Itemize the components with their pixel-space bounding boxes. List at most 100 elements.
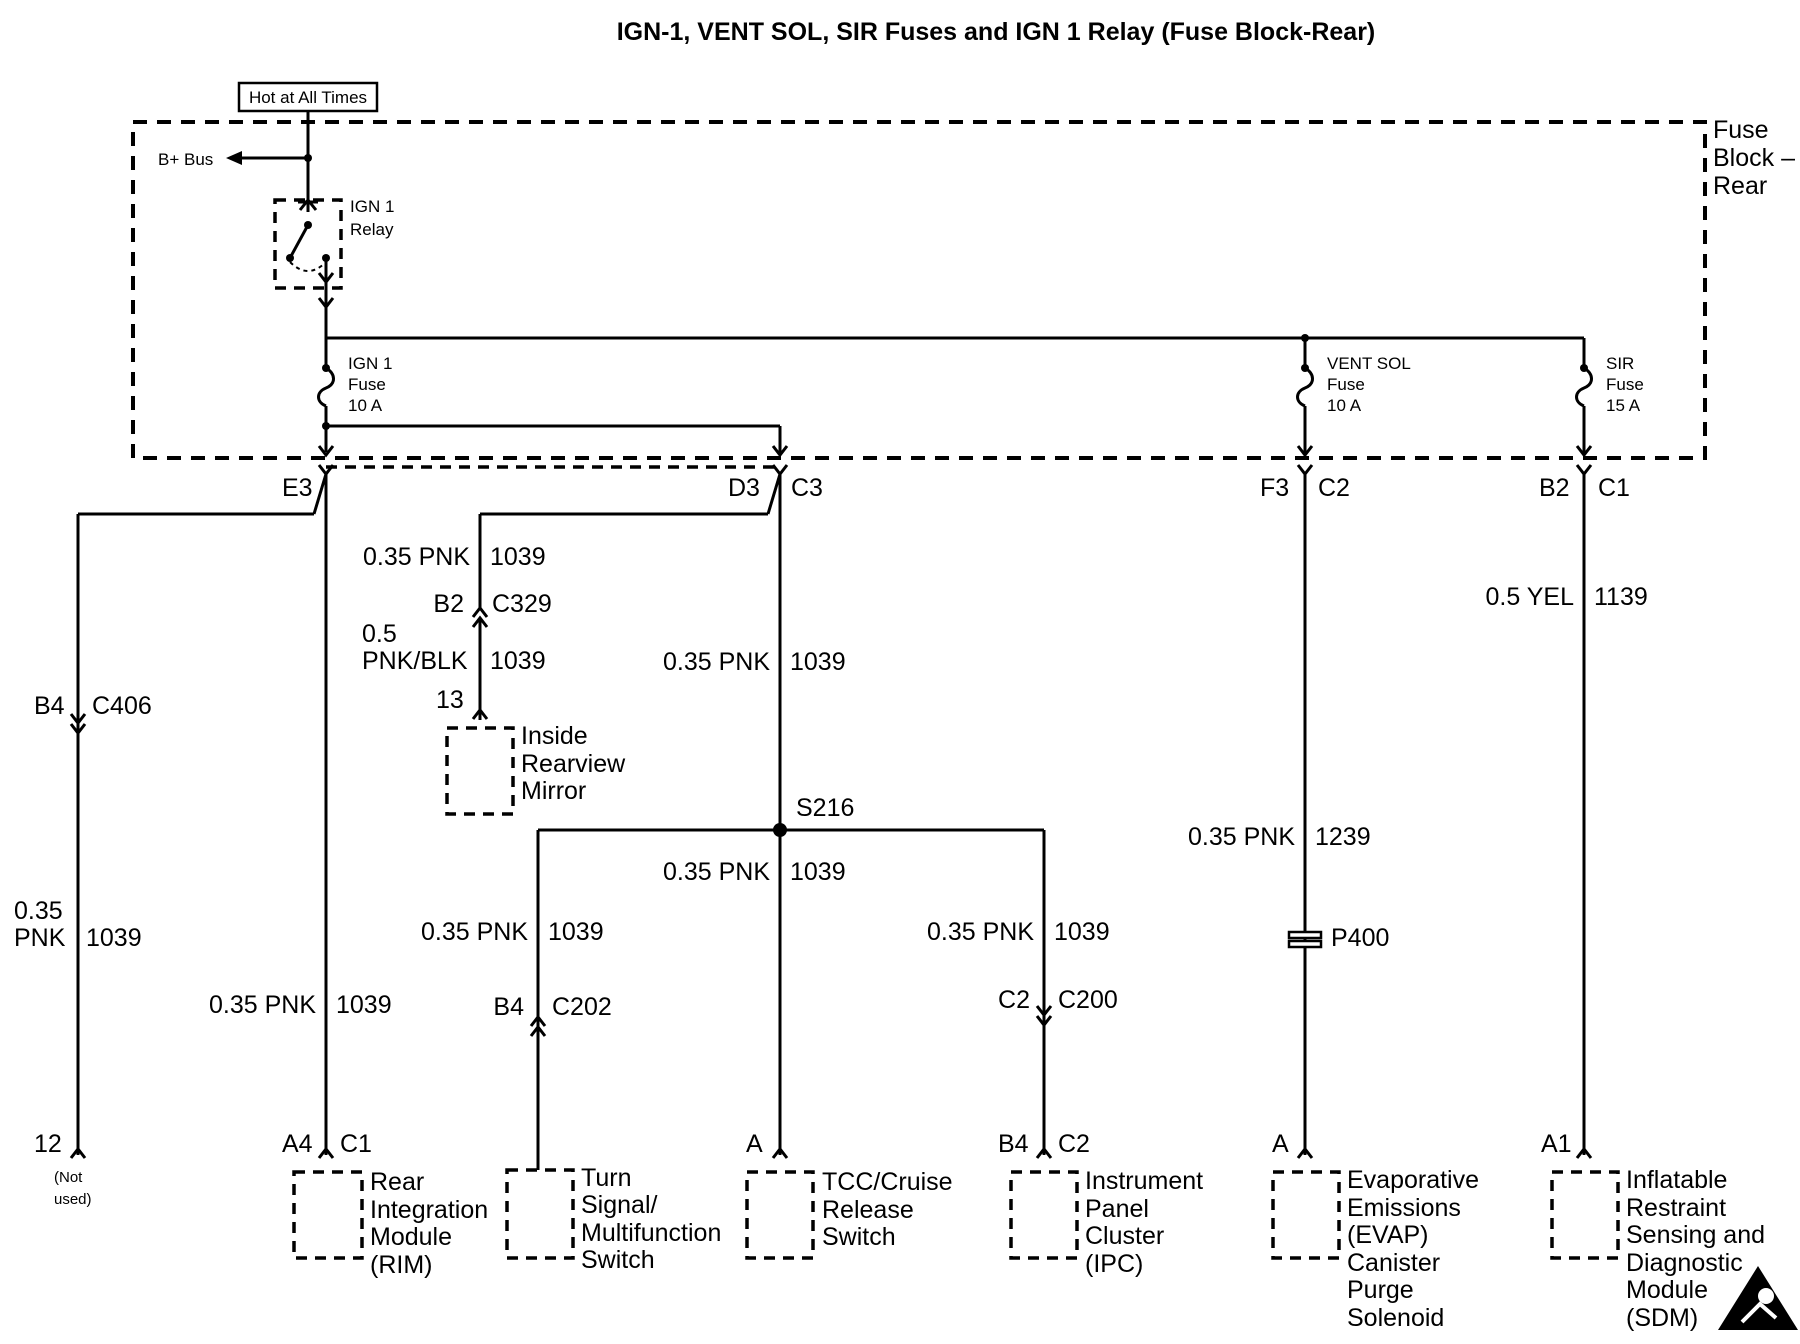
- svg-text:PNK/BLK: PNK/BLK: [362, 647, 468, 675]
- airbag-warning-icon: [1718, 1266, 1798, 1330]
- svg-text:Inside: Inside: [521, 722, 588, 750]
- svg-text:1039: 1039: [790, 648, 846, 676]
- svg-text:B2: B2: [433, 590, 464, 618]
- svg-text:1039: 1039: [490, 543, 546, 571]
- svg-text:1039: 1039: [1054, 918, 1110, 946]
- svg-text:IGN 1: IGN 1: [348, 354, 392, 373]
- svg-text:1239: 1239: [1315, 823, 1371, 851]
- svg-text:Switch: Switch: [822, 1223, 896, 1251]
- svg-text:B4: B4: [34, 692, 65, 720]
- svg-text:Module: Module: [1626, 1276, 1708, 1304]
- svg-text:D3: D3: [728, 474, 760, 502]
- diagram-title: IGN-1, VENT SOL, SIR Fuses and IGN 1 Rel…: [617, 18, 1376, 46]
- svg-text:Panel: Panel: [1085, 1195, 1149, 1223]
- svg-text:Relay: Relay: [350, 220, 394, 239]
- connector-c202: B4 C202: [493, 993, 612, 1037]
- svg-text:0.35 PNK: 0.35 PNK: [927, 918, 1034, 946]
- wire-label-sdm: 0.5 YEL 1139: [1485, 583, 1647, 611]
- component-rim: Rear Integration Module (RIM): [292, 1168, 488, 1279]
- svg-text:C2: C2: [998, 986, 1030, 1014]
- wire-label-s216: 0.35 PNK 1039: [663, 858, 846, 886]
- svg-text:Inflatable: Inflatable: [1626, 1166, 1727, 1194]
- component-turn-signal-multifunction-switch: Turn Signal/ Multifunction Switch: [505, 1164, 721, 1274]
- svg-text:Fuse: Fuse: [1606, 375, 1644, 394]
- wire-label-evap: 0.35 PNK 1239: [1188, 823, 1371, 851]
- svg-text:B4: B4: [493, 993, 524, 1021]
- wire-label-mirror-2: 0.5 PNK/BLK 1039: [362, 620, 546, 675]
- svg-text:C1: C1: [340, 1130, 372, 1158]
- svg-text:A: A: [746, 1130, 763, 1158]
- svg-text:(RIM): (RIM): [370, 1251, 432, 1279]
- svg-text:C200: C200: [1058, 986, 1118, 1014]
- svg-text:Diagnostic: Diagnostic: [1626, 1249, 1743, 1277]
- svg-text:Switch: Switch: [581, 1246, 655, 1274]
- component-instrument-panel-cluster: Instrument Panel Cluster (IPC): [1009, 1167, 1203, 1278]
- sir-fuse: SIR Fuse 15 A: [1575, 338, 1644, 458]
- ign1-relay: IGN 1 Relay: [273, 180, 394, 290]
- svg-text:0.35 PNK: 0.35 PNK: [663, 858, 770, 886]
- svg-text:Turn: Turn: [581, 1164, 631, 1192]
- svg-text:Rear: Rear: [370, 1168, 424, 1196]
- connector-c200: C2 C200: [998, 986, 1118, 1028]
- svg-text:F3: F3: [1260, 474, 1289, 502]
- svg-text:Evaporative: Evaporative: [1347, 1166, 1479, 1194]
- svg-text:(IPC): (IPC): [1085, 1250, 1143, 1278]
- connector-c329: B2 C329: [433, 590, 552, 628]
- fuse-block-rear-outline: [131, 120, 1707, 460]
- svg-text:15 A: 15 A: [1606, 396, 1641, 415]
- svg-text:VENT SOL: VENT SOL: [1327, 354, 1411, 373]
- component-evap-canister-purge-solenoid: Evaporative Emissions (EVAP) Canister Pu…: [1271, 1166, 1479, 1332]
- vent-sol-fuse: VENT SOL Fuse 10 A: [1296, 338, 1411, 458]
- hot-at-all-times-label: Hot at All Times: [237, 81, 379, 113]
- svg-text:B2: B2: [1539, 474, 1570, 502]
- svg-text:0.5 YEL: 0.5 YEL: [1485, 583, 1574, 611]
- svg-text:Cluster: Cluster: [1085, 1222, 1164, 1250]
- svg-text:0.5: 0.5: [362, 620, 397, 648]
- svg-text:C2: C2: [1058, 1130, 1090, 1158]
- svg-text:Module: Module: [370, 1223, 452, 1251]
- svg-text:0.35: 0.35: [14, 897, 63, 925]
- svg-text:Multifunction: Multifunction: [581, 1219, 721, 1247]
- svg-text:0.35 PNK: 0.35 PNK: [1188, 823, 1295, 851]
- svg-text:0.35 PNK: 0.35 PNK: [363, 543, 470, 571]
- svg-text:Fuse: Fuse: [348, 375, 386, 394]
- svg-text:Restraint: Restraint: [1626, 1194, 1726, 1222]
- svg-text:A4: A4: [282, 1130, 313, 1158]
- connector-p400: P400: [1287, 924, 1389, 952]
- svg-text:(EVAP): (EVAP): [1347, 1221, 1429, 1249]
- bplus-bus-label: B+ Bus: [158, 150, 213, 169]
- svg-text:Fuse: Fuse: [1327, 375, 1365, 394]
- svg-text:Integration: Integration: [370, 1196, 488, 1224]
- svg-text:P400: P400: [1331, 924, 1389, 952]
- svg-text:C202: C202: [552, 993, 612, 1021]
- wire-label-turn: 0.35 PNK 1039: [421, 918, 604, 946]
- component-sdm: Inflatable Restraint Sensing and Diagnos…: [1550, 1166, 1765, 1332]
- svg-text:C3: C3: [791, 474, 823, 502]
- svg-text:1139: 1139: [1594, 583, 1648, 611]
- svg-text:Purge: Purge: [1347, 1276, 1414, 1304]
- svg-text:Rearview: Rearview: [521, 750, 626, 778]
- svg-text:1039: 1039: [790, 858, 846, 886]
- svg-text:Hot at All Times: Hot at All Times: [249, 88, 367, 107]
- wire-label-ipc: 0.35 PNK 1039: [927, 918, 1110, 946]
- svg-text:(Not: (Not: [54, 1169, 83, 1186]
- wire-label-mirror-1: 0.35 PNK 1039: [363, 543, 546, 571]
- svg-text:C1: C1: [1598, 474, 1630, 502]
- pin-12-not-used: 12 (Not used): [34, 1130, 92, 1208]
- svg-text:SIR: SIR: [1606, 354, 1634, 373]
- svg-text:13: 13: [436, 686, 464, 714]
- svg-text:1039: 1039: [86, 924, 142, 952]
- svg-text:Rear: Rear: [1713, 172, 1767, 200]
- svg-text:1039: 1039: [490, 647, 546, 675]
- fuse-block-label: Fuse Block – Rear: [1713, 116, 1795, 200]
- svg-text:C406: C406: [92, 692, 152, 720]
- svg-text:Mirror: Mirror: [521, 777, 586, 805]
- svg-text:0.35 PNK: 0.35 PNK: [209, 991, 316, 1019]
- svg-text:Instrument: Instrument: [1085, 1167, 1203, 1195]
- svg-text:Sensing and: Sensing and: [1626, 1221, 1765, 1249]
- svg-text:A1: A1: [1541, 1130, 1572, 1158]
- svg-text:Release: Release: [822, 1196, 914, 1224]
- svg-text:12: 12: [34, 1130, 62, 1158]
- wire-label-c3: 0.35 PNK 1039: [663, 648, 846, 676]
